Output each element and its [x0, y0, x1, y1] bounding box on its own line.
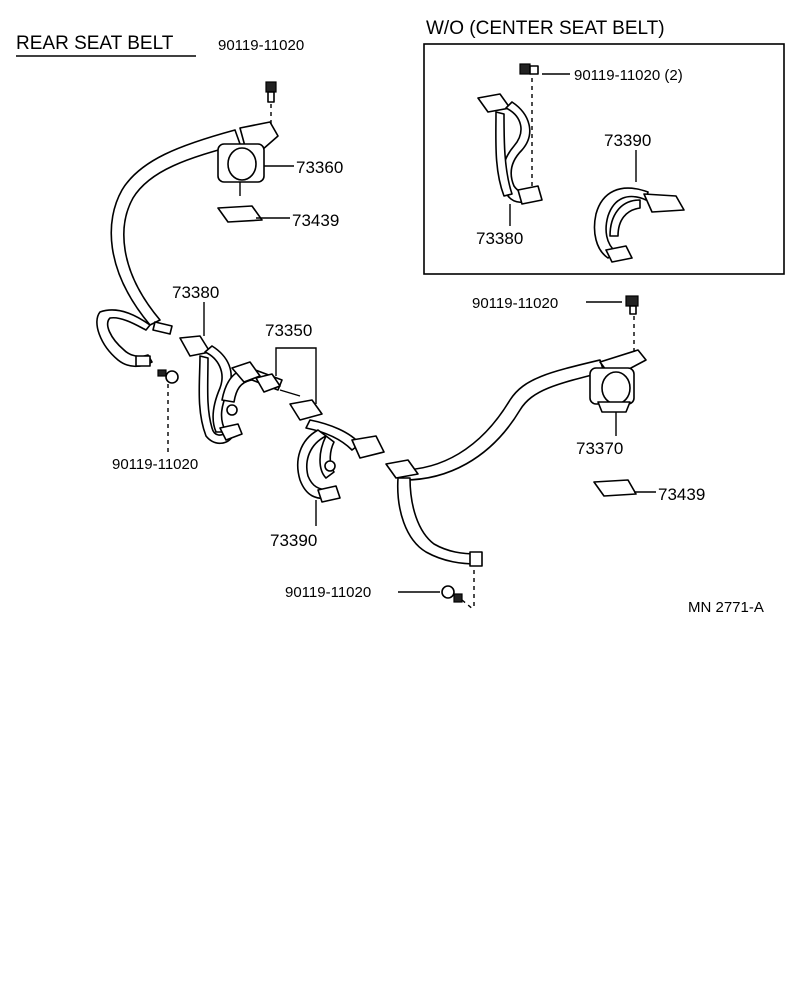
tongue-center-strap-inner — [319, 435, 335, 479]
inset-buckle-anchor — [517, 185, 543, 205]
bolt-right-icon — [625, 295, 639, 315]
tongue-center-assembly — [296, 429, 341, 503]
label-inset-tongue: 73390 — [604, 131, 651, 150]
center-belt-tongue — [289, 399, 323, 421]
inset-buckle-strap-2 — [495, 111, 513, 197]
inset-box — [423, 43, 785, 275]
label-retractor-left: 73360 — [296, 158, 343, 177]
inset-title: W/O (CENTER SEAT BELT) — [426, 18, 665, 39]
label-bolt-bottom: 90119-11020 — [285, 584, 371, 601]
label-plate-right: 73439 — [658, 485, 705, 504]
bolt-bottom-icon — [441, 585, 463, 603]
label-inset-buckle: 73380 — [476, 229, 523, 248]
right-lap-anchor — [469, 551, 483, 567]
left-cover-plate — [217, 205, 263, 223]
right-retractor-assembly — [385, 349, 647, 567]
center-belt-assembly — [221, 361, 385, 459]
inset-buckle-head — [477, 93, 511, 113]
left-lap-anchor — [135, 355, 151, 367]
label-bolt-left: 90119-11020 — [112, 456, 198, 473]
main-title: REAR SEAT BELT — [16, 33, 174, 54]
tongue-center-anchor — [317, 485, 341, 503]
right-cover-plate — [593, 479, 637, 497]
bolt-top-icon — [265, 81, 277, 103]
inset-tongue-assembly — [593, 187, 685, 263]
center-belt-buckle-b — [255, 373, 281, 393]
right-shoulder-belt — [399, 359, 605, 481]
reference-code: MN 2771-A — [688, 599, 764, 616]
inset-bolt-icon — [519, 63, 539, 75]
left-retractor-spool — [227, 147, 257, 181]
label-bolt-top: 90119-11020 — [218, 37, 304, 54]
inset-tongue-plate — [643, 193, 685, 213]
label-inset-bolt: 90119-11020 (2) — [574, 67, 683, 84]
label-retractor-right: 73370 — [576, 439, 623, 458]
buckle-left-assembly — [179, 335, 243, 445]
center-belt-buckle-a — [231, 361, 261, 383]
center-belt-leader — [275, 347, 317, 404]
right-retractor-spool — [601, 371, 631, 405]
label-plate-left: 73439 — [292, 211, 339, 230]
label-buckle-left: 73380 — [172, 283, 219, 302]
center-belt-end-buckle — [351, 435, 385, 459]
bolt-left-icon — [157, 369, 179, 384]
label-center-belt: 73350 — [265, 321, 312, 340]
label-tongue-center: 73390 — [270, 531, 317, 550]
left-lap-belt — [96, 309, 153, 368]
label-bolt-right: 90119-11020 — [472, 295, 558, 312]
buckle-left-anchor — [219, 423, 243, 441]
inset-tongue-anchor — [605, 245, 633, 263]
inset-buckle-assembly — [477, 93, 543, 205]
right-belt-clip — [385, 459, 419, 479]
left-belt-clip — [152, 321, 173, 335]
inset-tongue-strap-inner — [609, 199, 641, 237]
right-lap-belt — [396, 477, 479, 565]
left-retractor-assembly — [96, 81, 279, 368]
